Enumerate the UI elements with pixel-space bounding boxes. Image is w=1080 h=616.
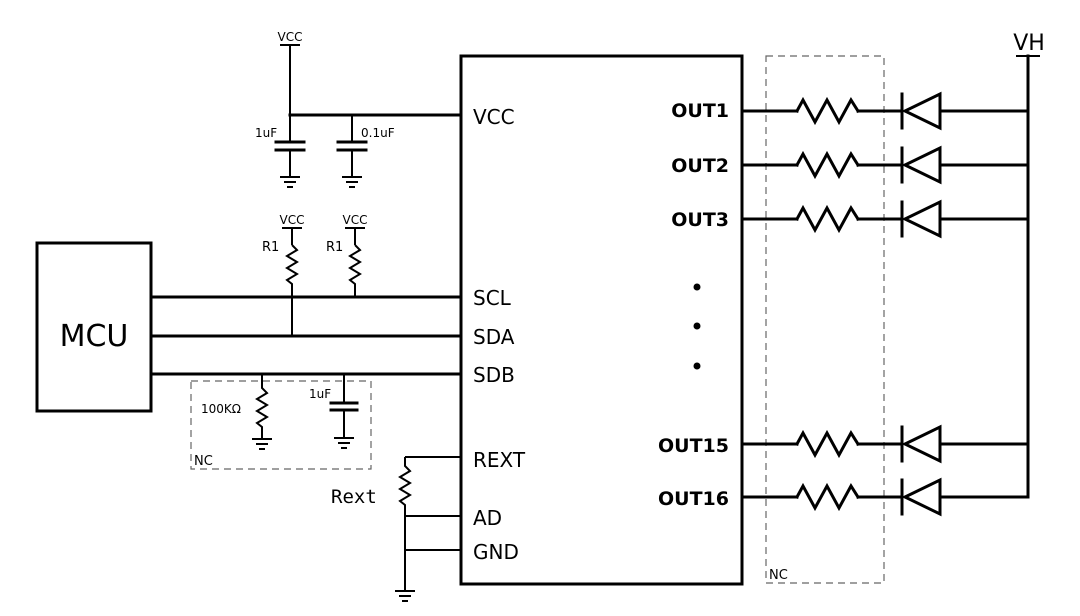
diode-out2 (901, 145, 942, 185)
pin-label-rext: REXT (473, 448, 526, 472)
vcc-supply-symbol: VCC (278, 30, 303, 46)
channel-out3 (740, 199, 1030, 239)
ellipsis-dot (693, 322, 701, 330)
svg-text:VCC: VCC (280, 213, 305, 227)
diode-out16 (901, 477, 942, 517)
pin-label-sdb: SDB (473, 363, 515, 387)
resistor-out16 (794, 482, 861, 512)
pin-label-out2: OUT2 (671, 155, 729, 177)
cap-0-1uf-label: 0.1uF (361, 126, 395, 140)
vcc-supply-symbol: VCC (280, 213, 305, 229)
pin-label-out16: OUT16 (658, 488, 729, 510)
pullup-label-right: R1 (326, 240, 343, 255)
diode-out3 (901, 199, 942, 239)
mcu-label: MCU (60, 319, 129, 354)
svg-text:VCC: VCC (343, 213, 368, 227)
pin-label-out3: OUT3 (671, 209, 729, 231)
ellipsis-dot (693, 362, 701, 370)
ground-symbol (342, 176, 362, 188)
nc-box-sdb (190, 380, 372, 470)
pin-label-vcc: VCC (473, 105, 515, 129)
cap-1uf-label: 1uF (255, 126, 277, 140)
rext-resistor (398, 457, 412, 516)
mcu-block (35, 241, 153, 413)
pin-label-gnd: GND (473, 540, 519, 564)
resistor-out3 (794, 204, 861, 234)
resistor-out2 (794, 150, 861, 180)
channel-out2 (740, 145, 1030, 185)
diode-out1 (901, 91, 942, 131)
sdb-capacitor-1uf (329, 374, 359, 437)
capacitor-1uf (274, 115, 306, 176)
channel-out16 (740, 477, 1030, 517)
resistor-out15 (794, 429, 861, 459)
sdb-resistor-100k (255, 374, 269, 438)
nc-box-outputs (765, 55, 885, 584)
pin-label-out1: OUT1 (671, 100, 729, 122)
vcc-supply-symbol: VCC (343, 213, 368, 229)
svg-text:VCC: VCC (278, 30, 303, 44)
capacitor-0-1uf (336, 115, 368, 176)
ground-symbol (252, 438, 272, 450)
sdb-cap-label: 1uF (309, 387, 331, 401)
rext-label: Rext (331, 486, 377, 508)
ellipsis-dot (693, 283, 701, 291)
ground-symbol (395, 590, 415, 602)
resistor-out1 (794, 96, 861, 126)
pullup-resistor-r1-left (285, 244, 299, 336)
pin-label-sda: SDA (473, 325, 515, 349)
diode-out15 (901, 424, 942, 464)
pin-label-ad: AD (473, 506, 502, 530)
nc-label-outputs: NC (769, 568, 788, 583)
ground-symbol (280, 176, 300, 188)
pin-label-out15: OUT15 (658, 435, 729, 457)
channel-out1 (740, 91, 1030, 131)
nc-label-sdb: NC (194, 454, 213, 469)
channel-out15 (740, 424, 1030, 464)
driver-ic-body (459, 54, 744, 586)
output-channels (740, 91, 1030, 517)
ground-symbol (334, 437, 354, 449)
pullup-resistor-r1-right (348, 244, 362, 297)
sdb-resistor-label: 100KΩ (201, 402, 241, 416)
pin-label-scl: SCL (473, 286, 512, 310)
pullup-label-left: R1 (262, 240, 279, 255)
vh-label: VH (1013, 31, 1045, 56)
